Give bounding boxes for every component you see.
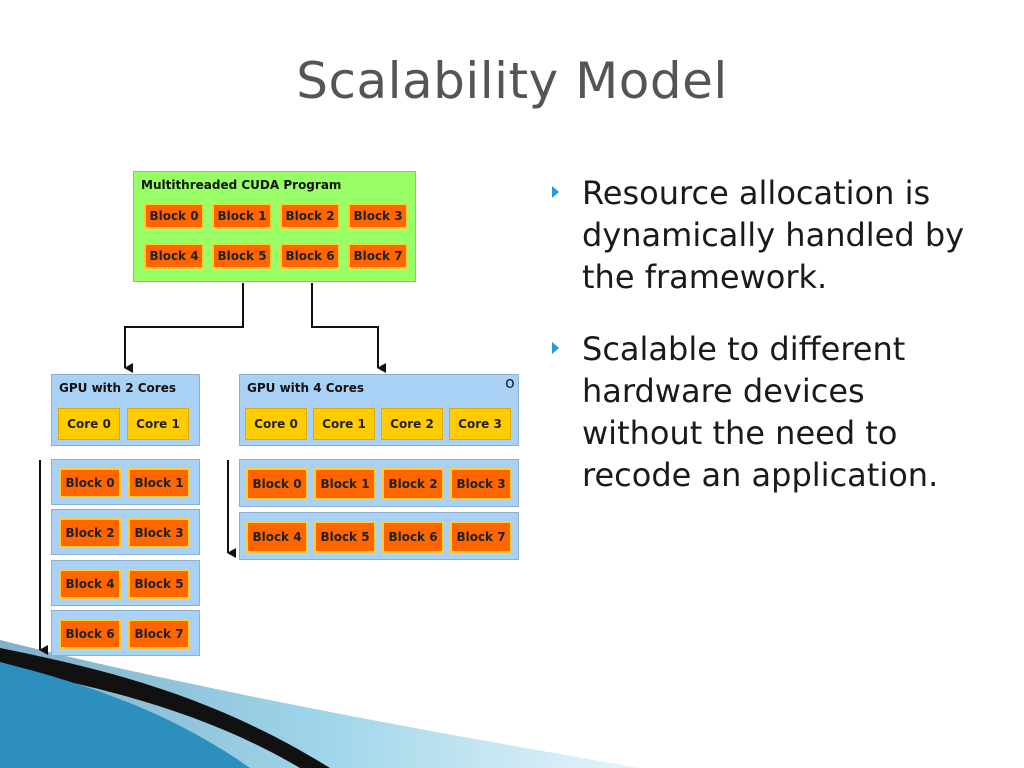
connector-to-gpu4 — [311, 283, 386, 373]
gpu2-block: Block 0 — [59, 468, 121, 498]
gpu2-block: Block 2 — [59, 518, 121, 548]
gpu4-block-row: Block 4 Block 5 Block 6 Block 7 — [239, 512, 519, 560]
program-block: Block 6 — [280, 243, 340, 269]
gpu2-block-row: Block 2 Block 3 — [51, 509, 200, 555]
program-block: Block 2 — [280, 203, 340, 229]
stray-mark: o — [505, 373, 515, 392]
gpu2-core: Core 0 — [58, 408, 120, 440]
program-block: Block 5 — [212, 243, 272, 269]
triangle-bullet-icon — [552, 186, 559, 198]
gpu4-core: Core 1 — [313, 408, 375, 440]
gpu4-block-row: Block 0 Block 1 Block 2 Block 3 — [239, 459, 519, 507]
gpu2-header-box: GPU with 2 Cores Core 0 Core 1 — [51, 374, 200, 446]
gpu4-core: Core 2 — [381, 408, 443, 440]
program-block: Block 1 — [212, 203, 272, 229]
gpu2-block-row: Block 6 Block 7 — [51, 610, 200, 656]
program-block: Block 4 — [144, 243, 204, 269]
bullet-text: Scalable to different hardware devices w… — [582, 330, 939, 494]
gpu4-block: Block 0 — [246, 468, 308, 500]
gpu4-header-box: GPU with 4 Cores Core 0 Core 1 Core 2 Co… — [239, 374, 519, 446]
gpu2-block: Block 1 — [128, 468, 190, 498]
gpu2-block-row: Block 4 Block 5 — [51, 560, 200, 606]
connector-to-gpu2 — [124, 283, 244, 373]
gpu4-block: Block 3 — [450, 468, 512, 500]
gpu4-block: Block 6 — [382, 521, 444, 553]
gpu2-block: Block 3 — [128, 518, 190, 548]
bullet-text: Resource allocation is dynamically handl… — [582, 174, 965, 296]
gpu4-block: Block 7 — [450, 521, 512, 553]
gpu4-block: Block 1 — [314, 468, 376, 500]
gpu2-block: Block 4 — [59, 569, 121, 599]
triangle-bullet-icon — [552, 342, 559, 354]
gpu2-block: Block 6 — [59, 619, 121, 649]
swoosh-dark — [0, 648, 330, 768]
gpu2-block-row: Block 0 Block 1 — [51, 459, 200, 505]
cuda-program-box: Multithreaded CUDA Program Block 0 Block… — [133, 171, 416, 282]
gpu2-core: Core 1 — [127, 408, 189, 440]
gpu4-core: Core 3 — [449, 408, 511, 440]
program-block: Block 0 — [144, 203, 204, 229]
gpu4-block: Block 4 — [246, 521, 308, 553]
gpu4-label: GPU with 4 Cores — [247, 381, 364, 395]
bullet-item: Scalable to different hardware devices w… — [552, 328, 982, 496]
slide-title: Scalability Model — [296, 52, 728, 110]
swoosh-blue — [0, 662, 250, 768]
program-block: Block 7 — [348, 243, 408, 269]
cuda-program-label: Multithreaded CUDA Program — [141, 178, 342, 192]
gpu2-label: GPU with 2 Cores — [59, 381, 176, 395]
gpu2-block: Block 5 — [128, 569, 190, 599]
bullet-list: Resource allocation is dynamically handl… — [552, 172, 982, 526]
gpu4-block: Block 2 — [382, 468, 444, 500]
bullet-item: Resource allocation is dynamically handl… — [552, 172, 982, 298]
program-block: Block 3 — [348, 203, 408, 229]
gpu4-block: Block 5 — [314, 521, 376, 553]
gpu2-block: Block 7 — [128, 619, 190, 649]
gpu4-core: Core 0 — [245, 408, 307, 440]
